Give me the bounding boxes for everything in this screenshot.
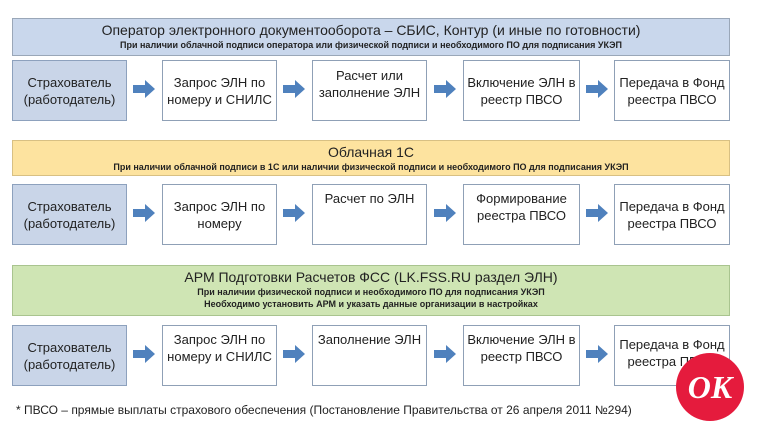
flow-arrow-icon bbox=[434, 80, 456, 98]
banner-cloud-1c: Облачная 1С При наличии облачной подписи… bbox=[12, 140, 730, 176]
step-request-eln: Запрос ЭЛН по номеру и СНИЛС bbox=[162, 325, 277, 386]
step-request-eln: Запрос ЭЛН по номеру и СНИЛС bbox=[162, 60, 277, 121]
step-label: Расчет по ЭЛН bbox=[324, 191, 415, 206]
step-fill-eln: Заполнение ЭЛН bbox=[312, 325, 427, 386]
flow-arrow-icon bbox=[133, 204, 155, 222]
step-label: Включение ЭЛН в реестр ПВСО bbox=[467, 74, 576, 107]
step-label: Запрос ЭЛН по номеру bbox=[173, 198, 266, 231]
step-send-fund: Передача в Фонд реестра ПВСО bbox=[614, 184, 730, 245]
banner-subtitle: При наличии физической подписи и необход… bbox=[197, 287, 545, 297]
step-label: Запрос ЭЛН по номеру и СНИЛС bbox=[167, 332, 272, 364]
banner-edo-operator: Оператор электронного документооборота –… bbox=[12, 18, 730, 56]
flow-arrow-icon bbox=[586, 345, 608, 363]
step-label: Расчет или заполнение ЭЛН bbox=[318, 68, 421, 100]
step-include-registry: Включение ЭЛН в реестр ПВСО bbox=[463, 325, 580, 386]
step-send-fund: Передача в Фонд реестра ПВСО bbox=[614, 60, 730, 121]
step-label: Страхователь (работодатель) bbox=[23, 74, 116, 107]
step-calc-eln: Расчет по ЭЛН bbox=[312, 184, 427, 245]
step-insurer: Страхователь (работодатель) bbox=[12, 184, 127, 245]
footnote: * ПВСО – прямые выплаты страхового обесп… bbox=[16, 403, 632, 417]
banner-subtitle: При наличии облачной подписи в 1С или на… bbox=[113, 162, 629, 172]
step-include-registry: Включение ЭЛН в реестр ПВСО bbox=[463, 60, 580, 121]
flow-arrow-icon bbox=[434, 204, 456, 222]
flow-arrow-icon bbox=[586, 80, 608, 98]
step-form-registry: Формирование реестра ПВСО bbox=[463, 184, 580, 245]
flow-arrow-icon bbox=[283, 80, 305, 98]
logo-text: OK bbox=[688, 369, 735, 405]
step-insurer: Страхователь (работодатель) bbox=[12, 60, 127, 121]
step-insurer: Страхователь (работодатель) bbox=[12, 325, 127, 386]
step-label: Передача в Фонд реестра ПВСО bbox=[619, 198, 725, 231]
step-calc-fill: Расчет или заполнение ЭЛН bbox=[312, 60, 427, 121]
banner-subtitle: При наличии облачной подписи оператора и… bbox=[120, 40, 622, 50]
ok-logo-icon: OK bbox=[675, 352, 745, 422]
step-label: Страхователь (работодатель) bbox=[23, 339, 116, 372]
step-label: Страхователь (работодатель) bbox=[23, 198, 116, 231]
step-label: Передача в Фонд реестра ПВСО bbox=[619, 74, 725, 107]
banner-title: АРМ Подготовки Расчетов ФСС (LK.FSS.RU р… bbox=[184, 269, 558, 285]
banner-subtitle-2: Необходимо установить АРМ и указать данн… bbox=[204, 299, 538, 309]
flow-arrow-icon bbox=[586, 204, 608, 222]
flow-arrow-icon bbox=[434, 345, 456, 363]
flow-arrow-icon bbox=[283, 204, 305, 222]
step-label: Заполнение ЭЛН bbox=[317, 332, 422, 347]
banner-title: Оператор электронного документооборота –… bbox=[101, 22, 641, 38]
step-request-eln: Запрос ЭЛН по номеру bbox=[162, 184, 277, 245]
banner-title: Облачная 1С bbox=[327, 144, 415, 160]
flow-arrow-icon bbox=[283, 345, 305, 363]
banner-arm-fss: АРМ Подготовки Расчетов ФСС (LK.FSS.RU р… bbox=[12, 265, 730, 316]
flow-arrow-icon bbox=[133, 80, 155, 98]
flow-arrow-icon bbox=[133, 345, 155, 363]
step-label: Запрос ЭЛН по номеру и СНИЛС bbox=[167, 74, 272, 107]
step-label: Формирование реестра ПВСО bbox=[476, 191, 567, 223]
step-label: Включение ЭЛН в реестр ПВСО bbox=[467, 332, 576, 364]
